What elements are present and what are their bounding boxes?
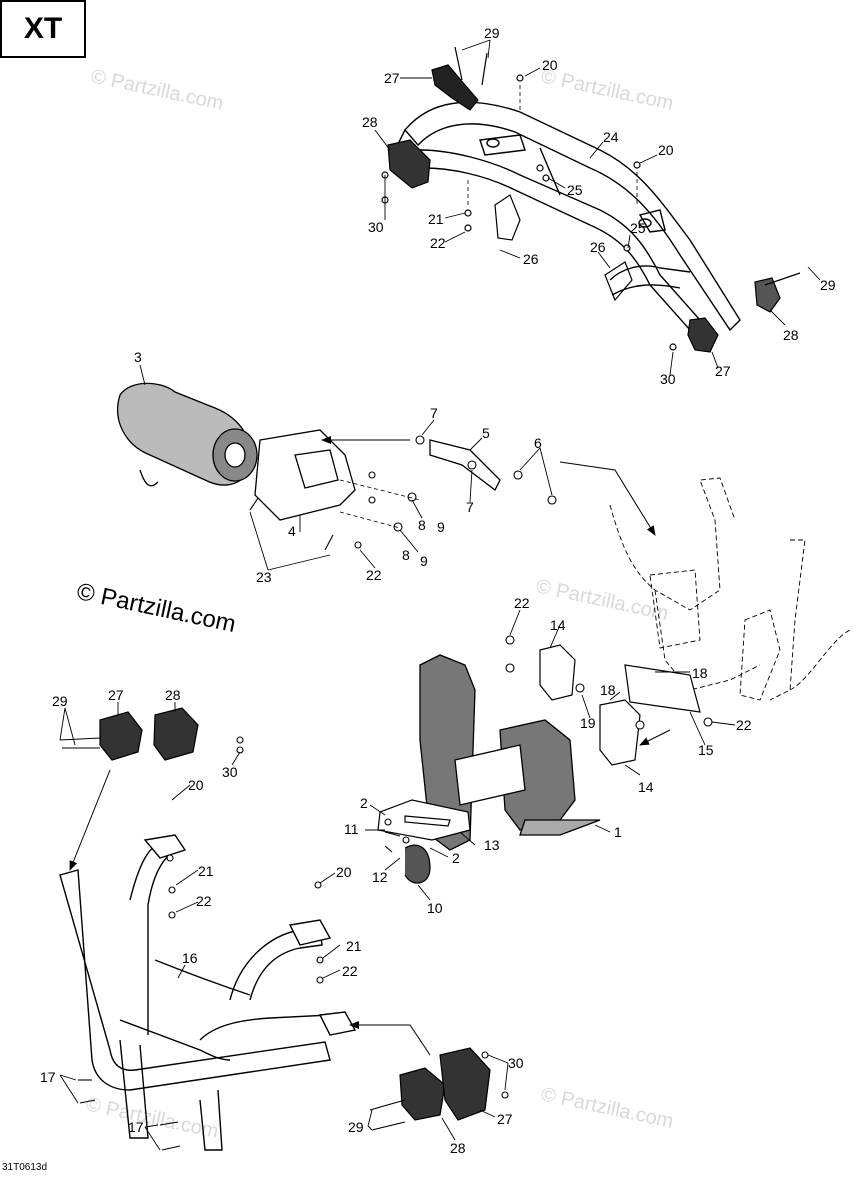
bracket <box>494 194 633 302</box>
callout-5: 5 <box>482 425 490 441</box>
callout-22: 22 <box>736 717 752 733</box>
end-cap <box>387 64 781 353</box>
callout-10: 10 <box>427 900 443 916</box>
watermark-faint: © Partzilla.com <box>539 1083 675 1133</box>
vehicle-frame-reference <box>609 477 851 701</box>
callout-27: 27 <box>108 687 124 703</box>
end-cap <box>99 707 199 761</box>
winch <box>116 382 258 487</box>
callout-labels: 29 27 20 24 20 28 30 25 21 22 25 26 26 2… <box>40 25 836 1156</box>
callout-3: 3 <box>134 349 142 365</box>
callout-14: 14 <box>550 617 566 633</box>
callout-20: 20 <box>658 142 674 158</box>
callout-28: 28 <box>362 114 378 130</box>
end-cap <box>399 1047 491 1121</box>
callout-1: 1 <box>614 824 622 840</box>
callout-12: 12 <box>372 869 388 885</box>
callout-22: 22 <box>430 235 446 251</box>
callout-13: 13 <box>484 837 500 853</box>
callout-28: 28 <box>450 1140 466 1156</box>
callout-9: 9 <box>420 553 428 569</box>
callout-27: 27 <box>384 70 400 86</box>
callout-11: 11 <box>344 821 359 837</box>
callout-16: 16 <box>182 950 198 966</box>
fastener <box>369 1051 509 1131</box>
leader-line <box>59 39 821 1151</box>
model-label: XT <box>0 0 86 58</box>
callout-29: 29 <box>52 693 68 709</box>
callout-22: 22 <box>514 595 530 611</box>
dashed-guide <box>339 479 421 529</box>
callout-26: 26 <box>590 239 606 255</box>
callout-30: 30 <box>222 764 238 780</box>
lower-bumper-tube <box>59 834 357 1151</box>
callout-2: 2 <box>452 850 460 866</box>
callout-2: 2 <box>360 795 368 811</box>
callout-21: 21 <box>428 211 444 227</box>
callout-30: 30 <box>660 371 676 387</box>
callout-28: 28 <box>783 327 799 343</box>
callout-17: 17 <box>128 1119 144 1135</box>
callout-24: 24 <box>603 129 619 145</box>
callout-18: 18 <box>600 682 616 698</box>
callout-22: 22 <box>366 567 382 583</box>
callout-20: 20 <box>336 864 352 880</box>
fastener <box>59 736 244 754</box>
callout-30: 30 <box>508 1055 524 1071</box>
watermark-faint: © Partzilla.com <box>89 65 225 115</box>
callout-14: 14 <box>638 779 654 795</box>
callout-22: 22 <box>342 963 358 979</box>
callout-26: 26 <box>523 251 539 267</box>
bracket <box>539 644 701 766</box>
callout-29: 29 <box>348 1119 364 1135</box>
callout-21: 21 <box>346 938 362 954</box>
assembly-arrow <box>69 436 671 1056</box>
fastener <box>78 854 324 1151</box>
callout-27: 27 <box>497 1111 513 1127</box>
upper-bumper-assembly <box>394 101 741 332</box>
callout-9: 9 <box>437 519 445 535</box>
callout-18: 18 <box>692 665 708 681</box>
callout-21: 21 <box>198 863 214 879</box>
callout-30: 30 <box>368 219 384 235</box>
callout-4: 4 <box>288 523 296 539</box>
callout-6: 6 <box>534 435 542 451</box>
fastener <box>381 46 801 351</box>
callout-7: 7 <box>466 499 474 515</box>
hook <box>404 844 431 884</box>
callout-25: 25 <box>630 220 646 236</box>
fastener <box>249 435 557 551</box>
callout-27: 27 <box>715 363 731 379</box>
diagram-code: 31T0613d <box>2 1162 48 1173</box>
callout-19: 19 <box>580 715 596 731</box>
callout-8: 8 <box>402 547 410 563</box>
callout-8: 8 <box>418 517 426 533</box>
dashed-guide <box>467 85 638 208</box>
callout-23: 23 <box>256 569 272 585</box>
callout-20: 20 <box>542 57 558 73</box>
watermark-faint: © Partzilla.com <box>539 65 675 115</box>
callout-22: 22 <box>196 893 212 909</box>
mounting-plate <box>254 429 501 521</box>
callout-25: 25 <box>567 182 583 198</box>
callout-29: 29 <box>484 25 500 41</box>
callout-29: 29 <box>820 277 836 293</box>
callout-28: 28 <box>165 687 181 703</box>
front-bumper-guard <box>419 654 601 851</box>
callout-7: 7 <box>430 405 438 421</box>
callout-15: 15 <box>698 742 714 758</box>
callout-20: 20 <box>188 777 204 793</box>
callout-17: 17 <box>40 1069 56 1085</box>
